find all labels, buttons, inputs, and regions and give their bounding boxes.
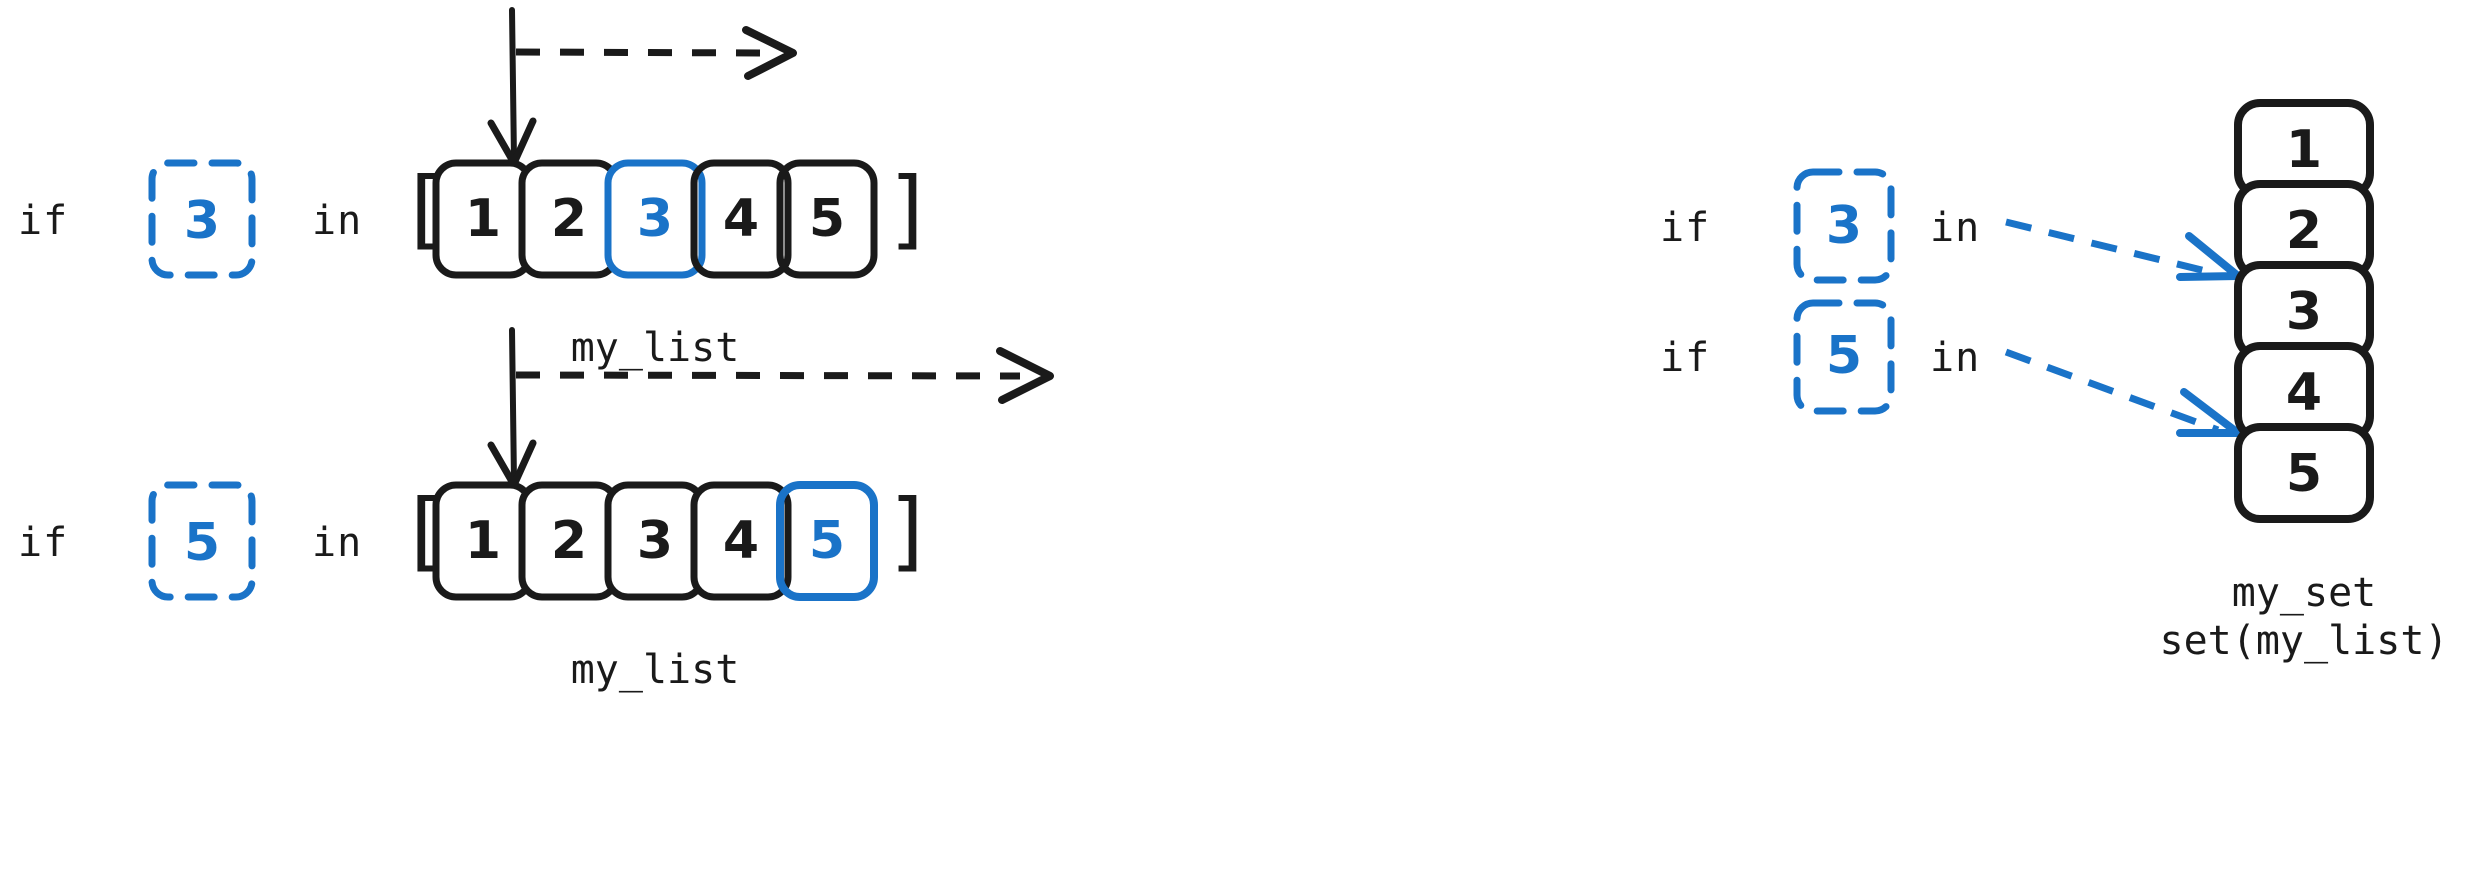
set-query-box-5 xyxy=(1793,299,1895,415)
list-cell-row2-4 xyxy=(776,481,878,601)
set-query-5-value: 5 xyxy=(1825,326,1863,386)
query-box-5-row2 xyxy=(148,481,256,601)
row1-open-bracket: [ xyxy=(398,159,450,259)
set-query-5-if-keyword: if xyxy=(1660,335,1711,381)
scan-dashed-arrow-row2 xyxy=(515,347,1054,404)
list-cell-row1-3 xyxy=(690,159,792,279)
row1-if-keyword: if xyxy=(18,198,69,244)
scan-dashed-arrow-row1 xyxy=(515,26,797,80)
row1-cell-value-0: 1 xyxy=(464,189,502,249)
row2-cell-value-3: 4 xyxy=(722,511,760,571)
set-cell-value-0: 1 xyxy=(2285,120,2323,180)
list-cells-row2 xyxy=(432,481,878,601)
set-lookup-arrow-5 xyxy=(2004,348,2242,437)
set-query-box-3 xyxy=(1793,168,1895,284)
set-query-3-value: 3 xyxy=(1825,196,1863,256)
list-cell-row1-4 xyxy=(776,159,878,279)
set-query-3-in-keyword: in xyxy=(1930,205,1981,251)
row2-close-bracket: ] xyxy=(884,481,936,581)
set-query-5-in-keyword: in xyxy=(1930,335,1981,381)
row1-in-keyword: in xyxy=(312,198,363,244)
set-cells xyxy=(2234,99,2374,523)
set-caption-name: my_set xyxy=(2231,570,2377,616)
scan-pointer-arrow-row1 xyxy=(487,7,537,167)
set-lookup-arrow-3 xyxy=(2005,218,2242,281)
row2-open-bracket: [ xyxy=(398,481,450,581)
list-cells-row1 xyxy=(432,159,878,279)
row1-cell-value-1: 2 xyxy=(550,189,588,249)
row2-cell-value-2: 3 xyxy=(636,511,674,571)
row2-cell-value-1: 2 xyxy=(550,511,588,571)
query-box-3-row1 xyxy=(148,159,256,279)
set-cell-value-1: 2 xyxy=(2285,201,2323,261)
row1-cell-value-4: 5 xyxy=(808,189,846,249)
set-query-3-if-keyword: if xyxy=(1660,205,1711,251)
row1-caption: my_list xyxy=(570,325,740,371)
set-cell-value-2: 3 xyxy=(2285,282,2323,342)
row2-in-keyword: in xyxy=(312,520,363,566)
row2-caption: my_list xyxy=(570,647,740,693)
row1-cell-value-3: 4 xyxy=(722,189,760,249)
row1-close-bracket: ] xyxy=(884,159,936,259)
row1-cell-value-2: 3 xyxy=(636,189,674,249)
row2-if-keyword: if xyxy=(18,520,69,566)
set-cell-value-4: 5 xyxy=(2285,444,2323,504)
set-cell-value-3: 4 xyxy=(2285,363,2323,423)
set-caption-expression: set(my_list) xyxy=(2159,618,2449,664)
list-cell-row2-3 xyxy=(690,481,792,601)
row2-cell-value-0: 1 xyxy=(464,511,502,571)
row2-cell-value-4: 5 xyxy=(808,511,846,571)
list-cell-row1-2 xyxy=(604,159,706,279)
set-cell-4 xyxy=(2234,423,2374,523)
row1-query-value: 3 xyxy=(183,191,221,251)
row2-query-value: 5 xyxy=(183,513,221,573)
